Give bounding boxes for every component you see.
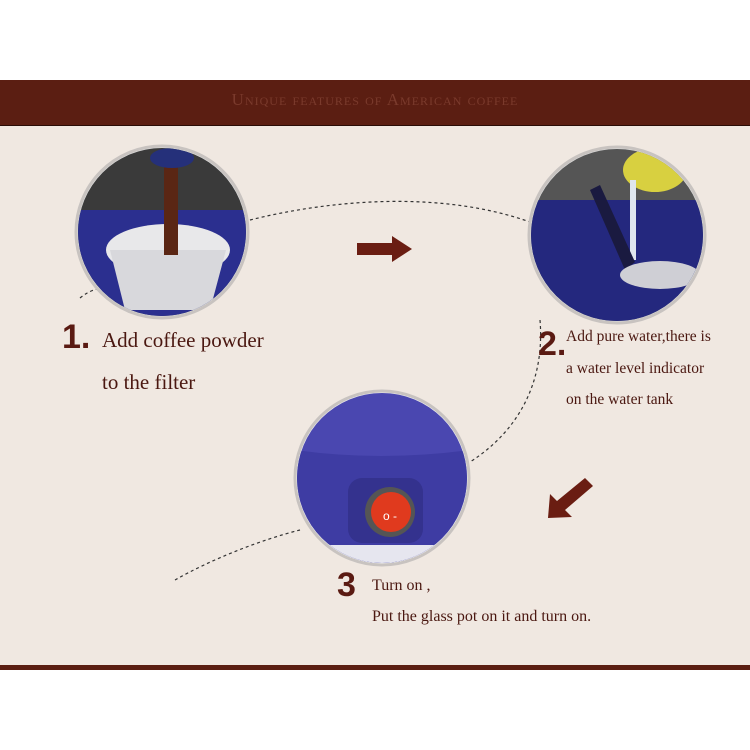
arrow-down-left-icon xyxy=(548,478,593,518)
step-2-line-3: on the water tank xyxy=(566,391,674,408)
coffee-filter-photo xyxy=(74,144,250,320)
step-2-number: 2. xyxy=(538,325,567,363)
step-3-line-2: Put the glass pot on it and turn on. xyxy=(372,608,592,625)
step-1-line-1: Add coffee powder xyxy=(102,328,264,352)
power-switch-photo: o - xyxy=(293,389,471,567)
step-2-line-2: a water level indicator xyxy=(566,360,705,377)
svg-text:o -: o - xyxy=(383,509,397,523)
dotted-path xyxy=(79,200,542,581)
step-1-number: 1. xyxy=(62,318,91,356)
arrow-right-icon xyxy=(357,236,412,262)
header-banner xyxy=(0,80,750,126)
step-1-line-2: to the filter xyxy=(102,370,196,394)
step-3-number: 3 xyxy=(337,566,356,604)
step-2-line-1: Add pure water,there is xyxy=(566,328,711,345)
bottom-divider xyxy=(0,665,750,670)
step-3-line-1: Turn on , xyxy=(372,577,431,594)
banner-title: Unique features of American coffee xyxy=(231,90,519,109)
water-pour-photo xyxy=(527,145,707,325)
